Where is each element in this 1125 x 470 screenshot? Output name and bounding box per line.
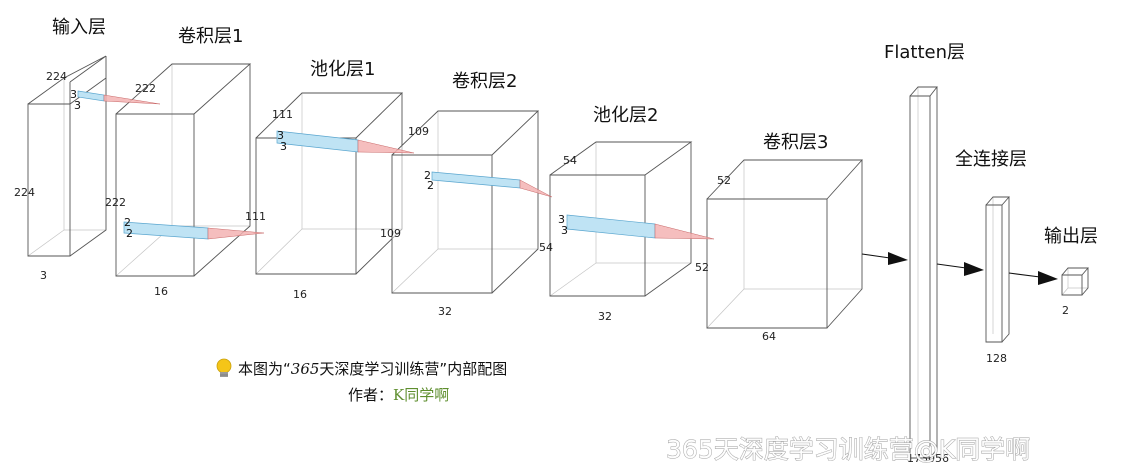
conv2-width-label: 32 (438, 305, 452, 318)
kernel-3 (276, 130, 415, 154)
pool1-height-label: 111 (245, 210, 266, 223)
layer-pool2-title: 池化层2 (593, 105, 658, 126)
layer-output-title: 输出层 (1044, 226, 1098, 247)
caption-suffix: 天深度学习训练营”内部配图 (319, 360, 507, 378)
layer-conv3-box (706, 159, 864, 329)
output-size-label: 2 (1062, 304, 1069, 317)
layer-conv2-title: 卷积层2 (452, 71, 517, 92)
conv1-width-label: 16 (154, 285, 168, 298)
layer-input-title: 输入层 (52, 17, 106, 38)
layer-flatten-bar (909, 86, 938, 459)
caption-author-label: 作者： (348, 386, 393, 404)
input-width-label: 3 (40, 269, 47, 282)
layer-dense-title: 全连接层 (955, 149, 1027, 170)
pool1-width-label: 16 (293, 288, 307, 301)
dense-size-label: 128 (986, 352, 1007, 365)
layer-conv1-box (115, 63, 252, 277)
caption-line-1: 本图为“365天深度学习训练营”内部配图 (238, 360, 507, 378)
arrow-flatten-to-dense (936, 262, 984, 276)
pool2-depth-label: 54 (563, 154, 577, 167)
kernel-1-size-b: 3 (74, 99, 81, 112)
kernel-2-size-a: 2 (124, 216, 131, 229)
watermark: 365天深度学习训练营@K同学啊 (666, 435, 1030, 464)
layer-output-cube (1061, 267, 1089, 296)
layer-dense-bar (985, 196, 1010, 343)
kernel-4 (431, 171, 553, 198)
kernel-4-size-a: 2 (424, 169, 431, 182)
flatten-size-label: 173056 (907, 452, 949, 465)
layer-input-box (27, 55, 107, 257)
input-depth-label: 224 (46, 70, 67, 83)
caption-line-2: 作者：K同学啊 (348, 386, 449, 404)
arrow-conv3-to-flatten (861, 252, 908, 265)
pool2-width-label: 32 (598, 310, 612, 323)
kernel-3-size-b: 3 (280, 140, 287, 153)
layer-conv1-title: 卷积层1 (178, 26, 243, 47)
input-height-label: 224 (14, 186, 35, 199)
caption-author-name: K同学啊 (393, 386, 449, 404)
kernel-2-size-b: 2 (126, 227, 133, 240)
layer-pool1-title: 池化层1 (310, 59, 375, 80)
conv1-height-label: 222 (105, 196, 126, 209)
pool2-height-label: 54 (539, 241, 553, 254)
conv1-depth-label: 222 (135, 82, 156, 95)
kernel-5-size-b: 3 (561, 224, 568, 237)
conv2-height-label: 109 (380, 227, 401, 240)
conv3-width-label: 64 (762, 330, 776, 343)
conv3-height-label: 52 (695, 261, 709, 274)
kernel-5 (566, 214, 715, 240)
kernel-5-size-a: 3 (558, 213, 565, 226)
conv2-depth-label: 109 (408, 125, 429, 138)
pool1-depth-label: 111 (272, 108, 293, 121)
conv3-depth-label: 52 (717, 174, 731, 187)
kernel-2 (123, 221, 265, 240)
caption-quote: 365 (291, 360, 320, 378)
layer-pool1-box (255, 92, 404, 275)
kernel-1 (77, 90, 161, 105)
caption-prefix: 本图为“ (238, 360, 291, 378)
arrow-dense-to-output (1008, 271, 1058, 285)
layer-conv2-box (391, 110, 540, 294)
lightbulb-icon (216, 358, 232, 377)
kernel-4-size-b: 2 (427, 179, 434, 192)
kernel-1-size-a: 3 (70, 88, 77, 101)
layer-conv3-title: 卷积层3 (763, 132, 828, 153)
layer-flatten-title: Flatten层 (884, 42, 965, 63)
kernel-3-size-a: 3 (277, 129, 284, 142)
